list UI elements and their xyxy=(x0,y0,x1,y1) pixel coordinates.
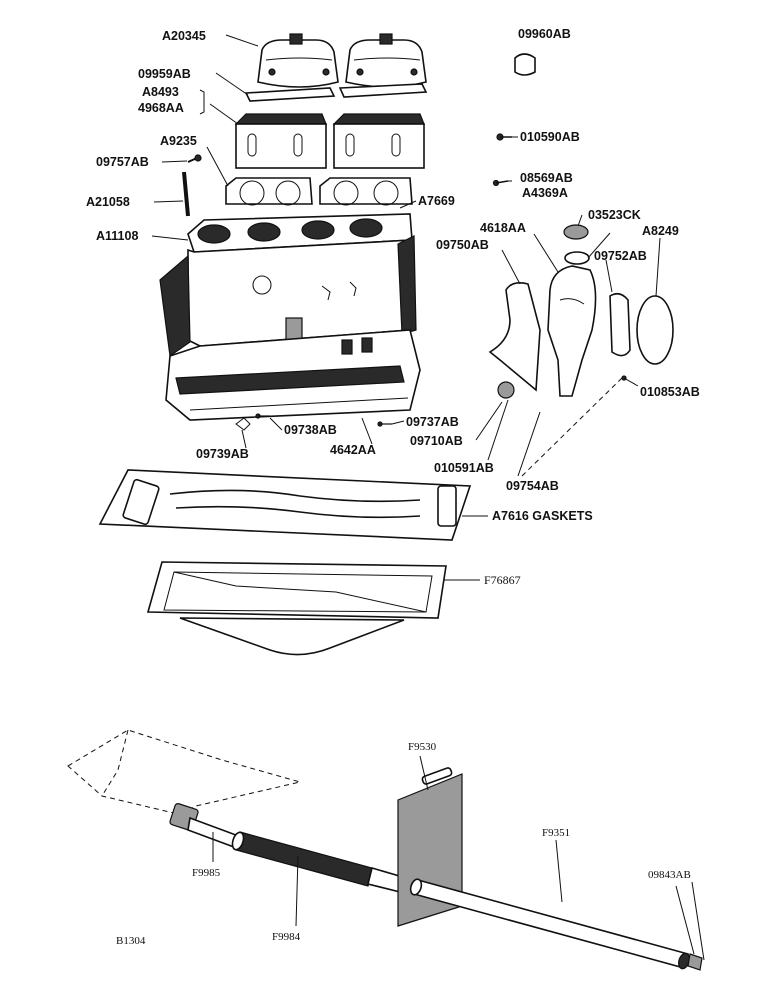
label-screw-bottom: 09737AB xyxy=(406,415,459,429)
label-head-2: 4968AA xyxy=(138,101,184,115)
label-screw-right: 010853AB xyxy=(640,385,700,399)
label-block: A11108 xyxy=(96,229,138,243)
valve-cover-right xyxy=(345,33,427,88)
label-bolt-top: 010590AB xyxy=(520,130,580,144)
engine-block xyxy=(159,213,421,421)
engine-leader-lines xyxy=(151,34,661,581)
small-screws-bottom xyxy=(235,413,392,431)
label-muffler: F9984 xyxy=(272,931,301,943)
label-oil-line: 09738AB xyxy=(284,423,337,437)
label-gaskets: A7616 GASKETS xyxy=(492,509,593,523)
label-long-stud: A21058 xyxy=(86,195,130,209)
tail-pipe xyxy=(409,878,690,970)
label-bracket: F9530 xyxy=(408,741,437,753)
label-head-gasket: A9235 xyxy=(160,134,197,148)
label-oil-pan: F76867 xyxy=(484,573,521,587)
long-stud xyxy=(182,171,190,217)
label-stud: 09757AB xyxy=(96,155,149,169)
cylinder-head-right xyxy=(332,113,425,169)
bolt-mid xyxy=(492,179,509,187)
label-fitting: 09739AB xyxy=(196,447,249,461)
label-tube: 4642AA xyxy=(330,443,376,457)
label-bolts: 09754AB xyxy=(506,479,559,493)
label-timing-cover: 4618AA xyxy=(480,221,526,235)
stud-small xyxy=(187,154,202,163)
exhaust-labels: F9530 F9351 F9985 F9984 09843AB B1304 xyxy=(116,741,691,947)
label-ref: B1304 xyxy=(116,935,146,947)
bolt-top xyxy=(496,133,512,141)
exhaust-leader-lines xyxy=(212,755,705,961)
head-gasket-left xyxy=(225,177,313,206)
oil-filler xyxy=(563,224,589,240)
manifold-outline xyxy=(67,729,301,815)
plug-bottom xyxy=(497,381,515,399)
label-pipe: F9351 xyxy=(542,827,570,839)
seal-right-1 xyxy=(609,292,631,357)
label-head-cover: A20345 xyxy=(162,29,206,43)
label-plug: 03523CK xyxy=(588,208,641,222)
plate-right xyxy=(636,295,674,365)
label-cup: 010591AB xyxy=(434,461,494,475)
label-ring-gasket: 09752AB xyxy=(594,249,647,263)
muffler xyxy=(231,831,373,887)
cylinder-head-left xyxy=(234,113,327,169)
label-clamp: F9985 xyxy=(192,867,221,879)
valve-cover-left xyxy=(257,33,339,88)
cap xyxy=(514,53,536,76)
label-oil-part: A4369A xyxy=(522,186,568,200)
label-tail-nut: 09843AB xyxy=(648,869,691,881)
tail-nut xyxy=(687,953,703,971)
engine-labels: A20345 09959AB A8493 4968AA A9235 09757A… xyxy=(86,27,700,587)
label-head-1: A8493 xyxy=(142,85,179,99)
label-cover-plate: 09750AB xyxy=(436,238,489,252)
label-plug-bottom: 09710AB xyxy=(410,434,463,448)
gasket-sheet xyxy=(98,469,472,541)
oil-pan xyxy=(146,561,447,656)
label-bolt-mid: 08569AB xyxy=(520,171,573,185)
ring-gasket xyxy=(564,251,590,265)
timing-cover xyxy=(547,265,597,397)
head-gasket-right xyxy=(319,177,413,206)
label-plate: A8249 xyxy=(642,224,679,238)
cover-plate-left xyxy=(488,282,541,392)
label-cover-gasket: 09959AB xyxy=(138,67,191,81)
cover-gasket xyxy=(244,83,428,102)
label-cap: 09960AB xyxy=(518,27,571,41)
label-head-gasket-right: A7669 xyxy=(418,194,455,208)
